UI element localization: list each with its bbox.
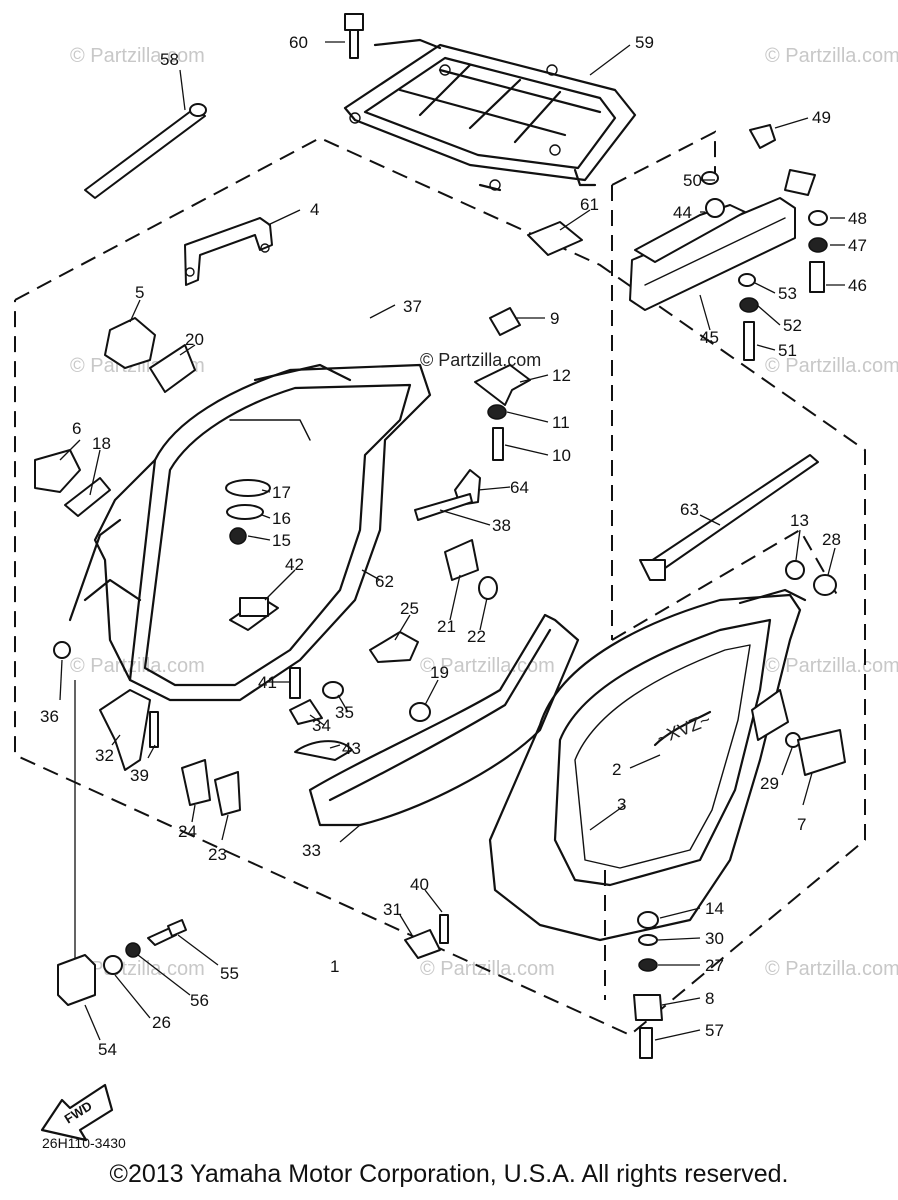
watermark: © Partzilla.com bbox=[765, 355, 898, 377]
callout-40: 40 bbox=[410, 875, 429, 894]
callout-52: 52 bbox=[783, 316, 802, 335]
callout-30: 30 bbox=[705, 929, 724, 948]
part-59-carrier bbox=[343, 38, 637, 192]
part-58-strap bbox=[84, 103, 207, 199]
part-33-guard bbox=[308, 613, 580, 827]
callout-51: 51 bbox=[778, 341, 797, 360]
callout-6: 6 bbox=[72, 419, 81, 438]
callout-33: 33 bbox=[302, 841, 321, 860]
part-60-bolt bbox=[344, 13, 364, 59]
callout-28: 28 bbox=[822, 530, 841, 549]
callout-8: 8 bbox=[705, 989, 714, 1008]
callout-15: 15 bbox=[272, 531, 291, 550]
callout-19: 19 bbox=[430, 663, 449, 682]
watermark: © Partzilla.com bbox=[765, 958, 898, 980]
callout-9: 9 bbox=[550, 309, 559, 328]
badge-emblem: ~XVZ~ bbox=[654, 709, 713, 749]
part-62-frame bbox=[68, 363, 432, 702]
callout-34: 34 bbox=[312, 716, 331, 735]
callout-47: 47 bbox=[848, 236, 867, 255]
callout-55: 55 bbox=[220, 964, 239, 983]
part-45-bracket bbox=[629, 169, 816, 311]
parts-bottom-center bbox=[404, 914, 449, 959]
callout-62: 62 bbox=[375, 572, 394, 591]
callout-7: 7 bbox=[797, 815, 806, 834]
callout-26: 57 bbox=[705, 1021, 724, 1040]
callout-31: 31 bbox=[383, 900, 402, 919]
callout-17: 17 bbox=[272, 483, 291, 502]
copyright-notice: ©2013 Yamaha Motor Corporation, U.S.A. A… bbox=[109, 1160, 789, 1188]
callout-27: 27 bbox=[705, 956, 724, 975]
watermark-center: © Partzilla.com bbox=[420, 350, 541, 370]
callout-18: 18 bbox=[92, 434, 111, 453]
figure-code: 26H110-3430 bbox=[42, 1135, 126, 1151]
callout-39: 39 bbox=[130, 766, 149, 785]
callout-57: 26 bbox=[152, 1013, 171, 1032]
hardware-top-right bbox=[701, 124, 828, 361]
part-63-stay bbox=[639, 454, 819, 581]
callout-10: 10 bbox=[552, 446, 571, 465]
callout-60: 60 bbox=[289, 33, 308, 52]
callout-48: 48 bbox=[848, 209, 867, 228]
callout-63: 63 bbox=[680, 500, 699, 519]
callout-4: 4 bbox=[310, 200, 319, 219]
callout-64: 64 bbox=[510, 478, 529, 497]
parts-left-mid bbox=[34, 317, 279, 816]
callout-29: 29 bbox=[760, 774, 779, 793]
parts-bottom-left bbox=[57, 919, 187, 1006]
callout-36: 36 bbox=[40, 707, 59, 726]
watermark: © Partzilla.com bbox=[70, 655, 205, 677]
callout-14: 14 bbox=[705, 899, 724, 918]
forward-label: FWD bbox=[62, 1098, 95, 1126]
callout-37: 37 bbox=[403, 297, 422, 316]
parts-center bbox=[239, 307, 531, 761]
watermark: © Partzilla.com bbox=[765, 45, 898, 67]
callout-25: 25 bbox=[400, 599, 419, 618]
part-4-handle bbox=[184, 217, 273, 286]
parts-right-column bbox=[633, 560, 837, 1059]
callout-11: 11 bbox=[552, 413, 570, 432]
callout-labels: 60 59 58 4 49 50 44 48 47 46 61 5 37 9 2… bbox=[40, 33, 867, 1059]
callout-50: 50 bbox=[683, 171, 702, 190]
callout-56: 56 bbox=[190, 991, 209, 1010]
callout-21: 21 bbox=[437, 617, 456, 636]
callout-41: 41 bbox=[258, 673, 277, 692]
callout-54: 54 bbox=[98, 1040, 117, 1059]
callout-1: 1 bbox=[330, 957, 339, 976]
callout-22: 22 bbox=[467, 627, 486, 646]
callout-61: 61 bbox=[580, 195, 599, 214]
callout-58: 58 bbox=[160, 50, 179, 69]
callout-16: 16 bbox=[272, 509, 291, 528]
callout-45: 45 bbox=[700, 328, 719, 347]
callout-53: 53 bbox=[778, 284, 797, 303]
callout-46: 46 bbox=[848, 276, 867, 295]
callout-44: 44 bbox=[673, 203, 692, 222]
part-61-pad bbox=[527, 221, 583, 256]
callout-35: 35 bbox=[335, 703, 354, 722]
callout-43: 43 bbox=[342, 739, 361, 758]
callout-32: 32 bbox=[95, 746, 114, 765]
callout-12: 12 bbox=[552, 366, 571, 385]
callout-5: 5 bbox=[135, 283, 144, 302]
watermark: © Partzilla.com bbox=[420, 655, 555, 677]
callout-42: 42 bbox=[285, 555, 304, 574]
callout-23: 23 bbox=[208, 845, 227, 864]
assembly-outline bbox=[14, 130, 866, 1037]
callout-13: 13 bbox=[790, 511, 809, 530]
callout-2: 2 bbox=[612, 760, 621, 779]
callout-24: 24 bbox=[178, 822, 197, 841]
forward-arrow-icon: FWD bbox=[40, 1083, 114, 1142]
watermarks: © Partzilla.com © Partzilla.com © Partzi… bbox=[70, 45, 898, 980]
watermark: © Partzilla.com bbox=[70, 45, 205, 67]
callout-49: 49 bbox=[812, 108, 831, 127]
callout-59: 59 bbox=[635, 33, 654, 52]
leader-lines bbox=[59, 41, 845, 1041]
callout-38: 38 bbox=[492, 516, 511, 535]
callout-3: 3 bbox=[617, 795, 626, 814]
callout-20: 20 bbox=[185, 330, 204, 349]
